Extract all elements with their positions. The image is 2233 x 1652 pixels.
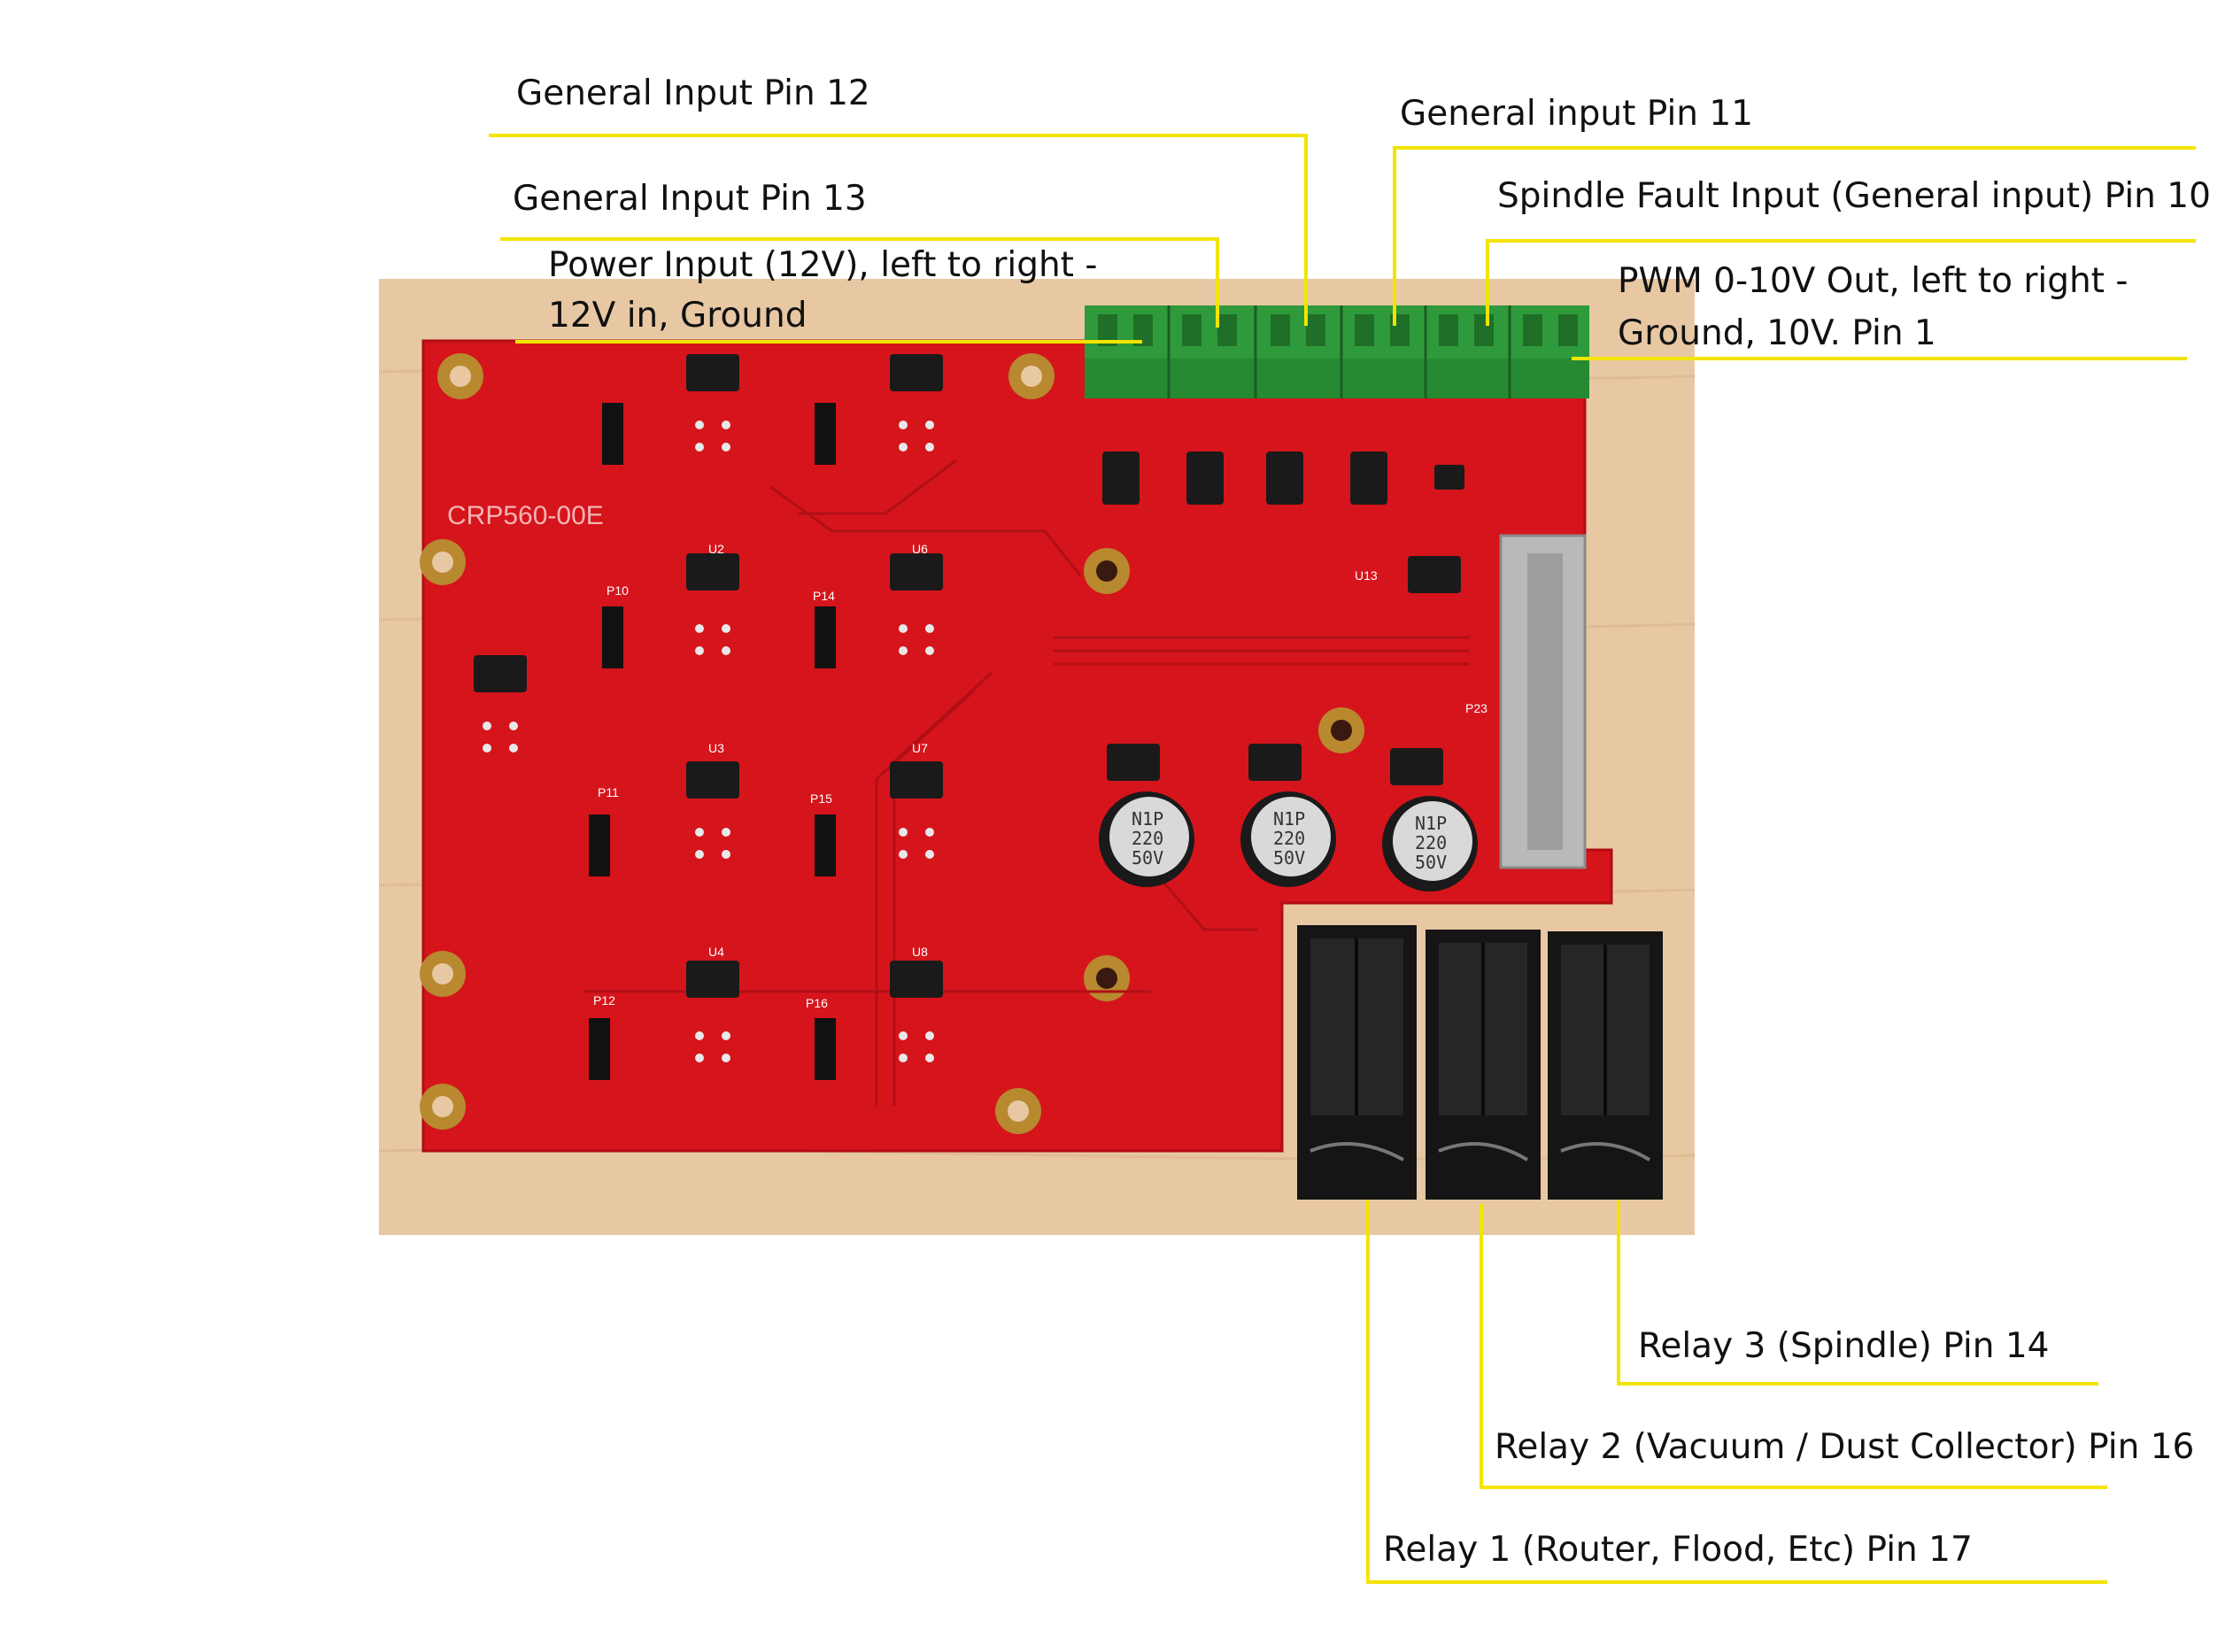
callout-relay1 <box>1366 1200 2107 1584</box>
label-relay-1: Relay 1 (Router, Flood, Etc) Pin 17 <box>1383 1530 1973 1570</box>
label-general-input-12: General Input Pin 12 <box>516 73 870 113</box>
callout-relay3 <box>1617 1200 2098 1386</box>
label-spindle-fault: Spindle Fault Input (General input) Pin … <box>1497 176 2211 216</box>
svg-text:P15: P15 <box>810 791 832 806</box>
svg-text:50V: 50V <box>1415 852 1447 873</box>
svg-text:U13: U13 <box>1355 568 1378 583</box>
callout-relay2 <box>1480 1204 2107 1489</box>
svg-text:P23: P23 <box>1465 701 1487 715</box>
relay-1 <box>1297 925 1417 1200</box>
capacitor-3: N1P 220 50V <box>1382 796 1478 892</box>
label-pwm-line1: PWM 0-10V Out, left to right - <box>1618 261 2129 301</box>
capacitor-1: N1P 220 50V <box>1099 791 1194 887</box>
svg-text:N1P: N1P <box>1132 808 1163 830</box>
optocoupler-chips <box>474 354 1464 998</box>
svg-text:P12: P12 <box>593 993 615 1007</box>
label-power-input-line1: Power Input (12V), left to right - <box>548 245 1098 285</box>
svg-text:U6: U6 <box>912 542 928 556</box>
svg-text:P14: P14 <box>813 589 835 603</box>
relays <box>1297 925 1663 1200</box>
svg-text:50V: 50V <box>1132 847 1163 868</box>
svg-text:220: 220 <box>1273 828 1305 849</box>
mounting-holes <box>420 353 1364 1134</box>
relay-3 <box>1548 931 1663 1200</box>
label-relay-2: Relay 2 (Vacuum / Dust Collector) Pin 16 <box>1495 1427 2195 1467</box>
svg-text:P11: P11 <box>598 785 619 799</box>
svg-text:U2: U2 <box>708 542 724 556</box>
pcb-board <box>423 341 1611 1151</box>
solder-pads <box>483 421 934 1062</box>
label-general-input-13: General Input Pin 13 <box>513 179 867 219</box>
board-name: CRP560-00E <box>447 501 604 530</box>
terminal-blocks[interactable] <box>1085 305 1589 398</box>
svg-text:220: 220 <box>1415 832 1447 853</box>
label-relay-3: Relay 3 (Spindle) Pin 14 <box>1638 1326 2050 1366</box>
svg-text:P16: P16 <box>806 996 828 1010</box>
label-pwm-line2: Ground, 10V. Pin 1 <box>1618 313 1936 353</box>
svg-text:U7: U7 <box>912 741 928 755</box>
svg-text:P10: P10 <box>607 583 629 598</box>
svg-text:U8: U8 <box>912 945 928 959</box>
ribbon-connector <box>1499 534 1587 869</box>
callout-lines <box>489 134 2196 1584</box>
svg-text:N1P: N1P <box>1415 813 1447 834</box>
label-power-input-line2: 12V in, Ground <box>548 296 807 336</box>
label-general-input-11: General input Pin 11 <box>1400 94 1754 134</box>
svg-text:U3: U3 <box>708 741 724 755</box>
svg-text:220: 220 <box>1132 828 1163 849</box>
svg-text:50V: 50V <box>1273 847 1305 868</box>
capacitor-2: N1P 220 50V <box>1240 791 1336 887</box>
callout-spindle-fault <box>1486 239 2196 326</box>
silkscreen-labels: U2 U6 U3 U7 U4 U8 P10 P14 P11 P15 P12 P1… <box>593 542 1487 1010</box>
capacitors: N1P 220 50V N1P 220 50V N1P 220 50V <box>1099 791 1478 892</box>
pin-headers <box>589 403 836 1080</box>
svg-text:N1P: N1P <box>1273 808 1305 830</box>
relay-2 <box>1426 930 1541 1200</box>
svg-text:U4: U4 <box>708 945 724 959</box>
callout-gen-input-12 <box>489 134 1308 326</box>
callout-gen-input-11 <box>1393 146 2196 326</box>
callout-gen-input-13 <box>500 237 1219 328</box>
